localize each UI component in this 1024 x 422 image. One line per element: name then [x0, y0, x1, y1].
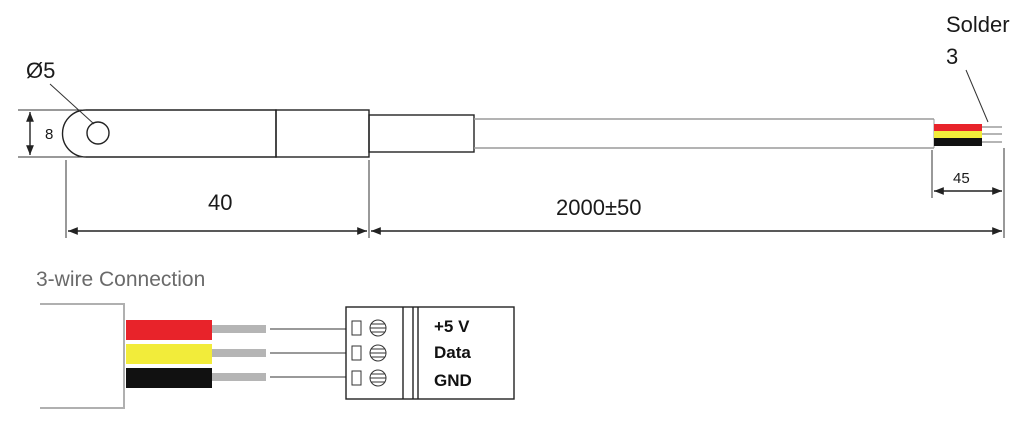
wire-red-end — [934, 124, 982, 131]
wire-ends — [934, 124, 1002, 146]
terminal-1 — [351, 319, 387, 337]
wire-yellow-end — [934, 131, 982, 138]
wire-black-end — [934, 138, 982, 146]
wire-black — [126, 368, 212, 388]
probe-length-label: 40 — [208, 190, 232, 215]
wire-yellow — [126, 344, 212, 364]
connection-wires — [126, 320, 346, 388]
stripped-length-label: 45 — [953, 170, 970, 187]
sensor-probe — [61, 109, 475, 158]
terminal-3 — [351, 369, 387, 387]
heat-shrink — [368, 114, 475, 153]
terminal-label-5v: +5 V — [434, 317, 470, 336]
cable-sheath — [474, 118, 935, 149]
terminal-2 — [351, 344, 387, 362]
wire-red — [126, 320, 212, 340]
connection-title: 3-wire Connection — [36, 268, 205, 291]
cable-outline — [40, 303, 125, 409]
terminal-block: +5 V Data GND — [345, 306, 515, 400]
cable-length-label: 2000±50 — [556, 195, 642, 220]
mounting-hole — [86, 121, 110, 145]
terminal-label-gnd: GND — [434, 371, 472, 390]
solder-label: Solder — [946, 12, 1010, 37]
height-label: 8 — [45, 126, 53, 143]
probe-sleeve — [275, 109, 370, 158]
terminal-label-data: Data — [434, 343, 471, 362]
diameter-label: Ø5 — [26, 58, 55, 83]
solder-length-label: 3 — [946, 44, 958, 69]
